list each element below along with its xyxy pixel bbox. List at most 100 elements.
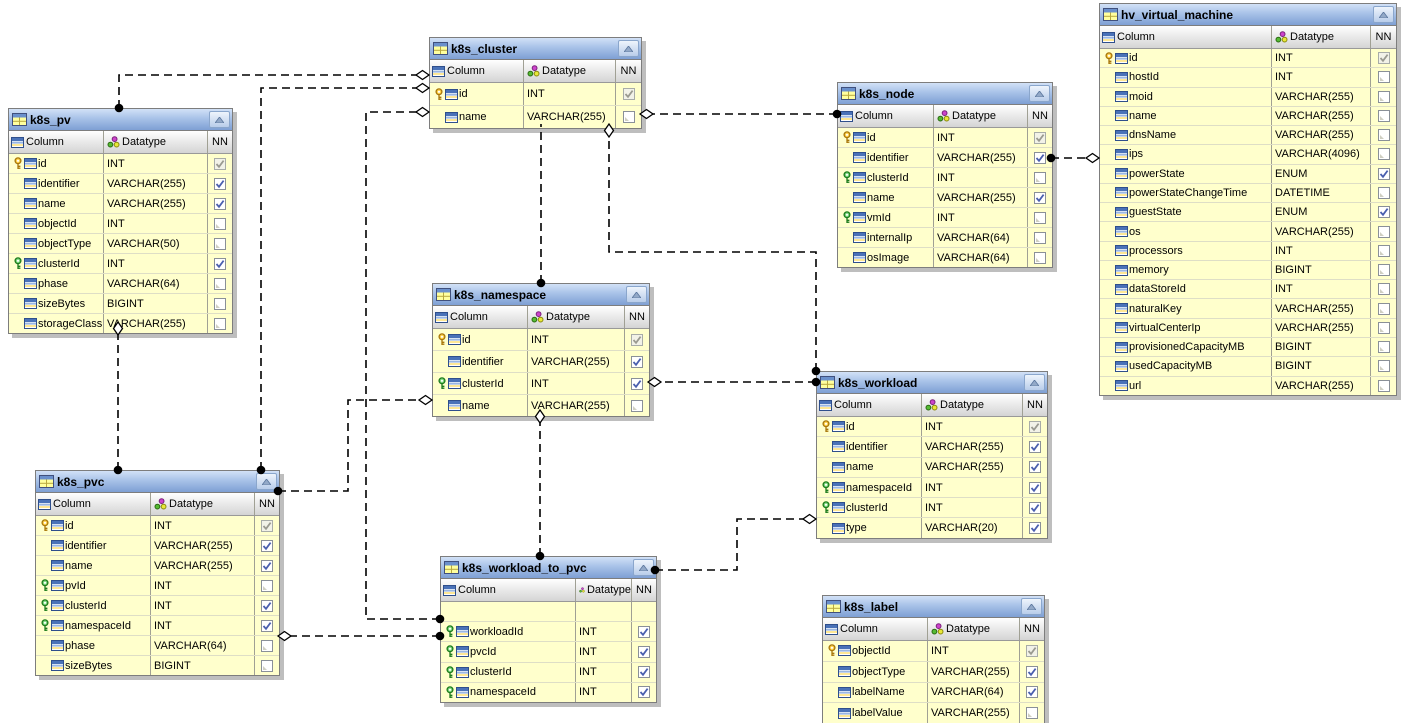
- column-icon: [819, 399, 832, 411]
- table-titlebar[interactable]: k8s_cluster: [430, 38, 641, 60]
- column-name: type: [846, 522, 867, 535]
- collapse-button[interactable]: [209, 111, 230, 128]
- collapse-button[interactable]: [626, 286, 647, 303]
- collapse-button[interactable]: [618, 40, 639, 57]
- collapse-button[interactable]: [633, 559, 654, 576]
- collapse-triangle-icon: [639, 564, 648, 571]
- table-titlebar[interactable]: k8s_pvc: [36, 471, 279, 493]
- table-titlebar[interactable]: k8s_label: [823, 596, 1044, 618]
- column-icon: [853, 132, 866, 143]
- collapse-button[interactable]: [1029, 85, 1050, 102]
- column-icon: [1115, 341, 1128, 353]
- collapse-button[interactable]: [1373, 6, 1394, 23]
- check-mark: [632, 379, 642, 388]
- table-titlebar[interactable]: k8s_node: [838, 83, 1052, 105]
- table-titlebar[interactable]: hv_virtual_machine: [1100, 4, 1396, 26]
- table-titlebar[interactable]: k8s_pv: [9, 109, 232, 131]
- table-titlebar[interactable]: k8s_workload: [817, 372, 1047, 394]
- table-titlebar[interactable]: k8s_workload_to_pvc: [441, 557, 656, 579]
- column-icon: [838, 707, 851, 719]
- nn-checkbox: [214, 177, 226, 190]
- collapse-button[interactable]: [1021, 598, 1042, 615]
- collapse-button[interactable]: [1024, 374, 1045, 391]
- primary-key-icon: [821, 420, 830, 433]
- check-mark: [632, 357, 642, 366]
- collapse-button[interactable]: [256, 473, 277, 490]
- table-titlebar[interactable]: k8s_namespace: [433, 284, 649, 306]
